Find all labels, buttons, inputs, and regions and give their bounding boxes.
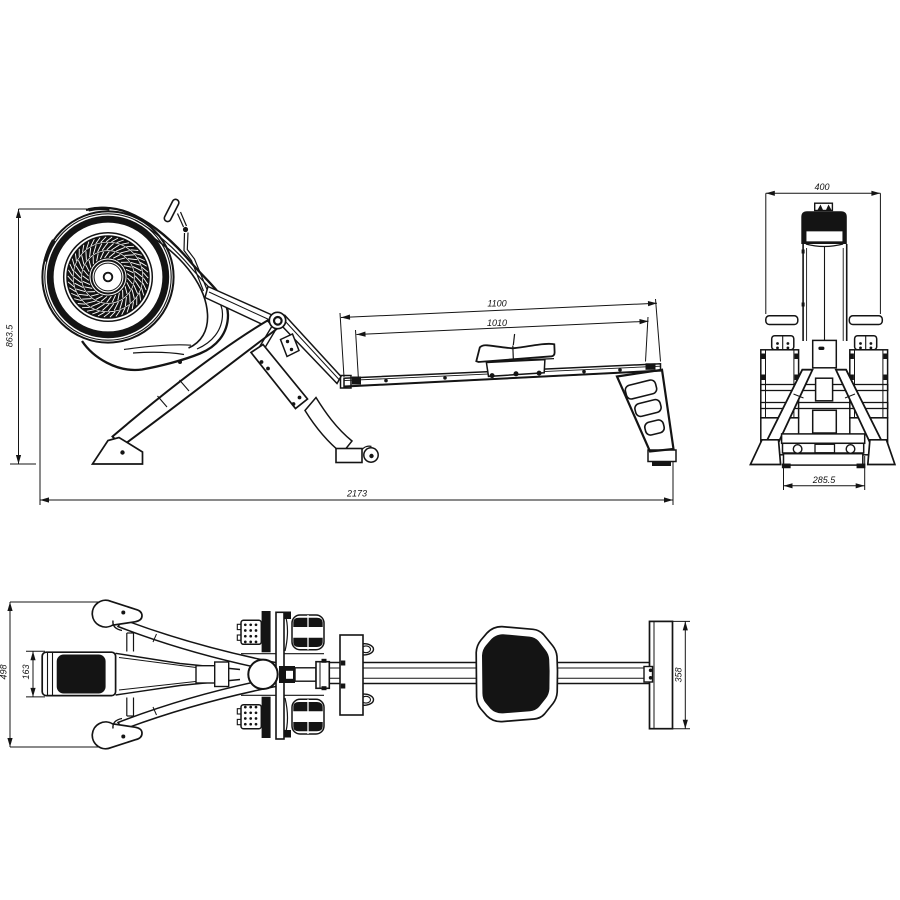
svg-text:285.5: 285.5: [812, 475, 837, 485]
svg-text:400: 400: [814, 182, 829, 192]
svg-text:498: 498: [0, 664, 9, 679]
svg-text:863.5: 863.5: [5, 324, 15, 348]
svg-text:1100: 1100: [487, 299, 506, 309]
svg-text:163: 163: [21, 664, 31, 679]
svg-text:358: 358: [674, 667, 684, 682]
svg-text:2173: 2173: [346, 489, 367, 499]
svg-text:1010: 1010: [487, 318, 507, 328]
